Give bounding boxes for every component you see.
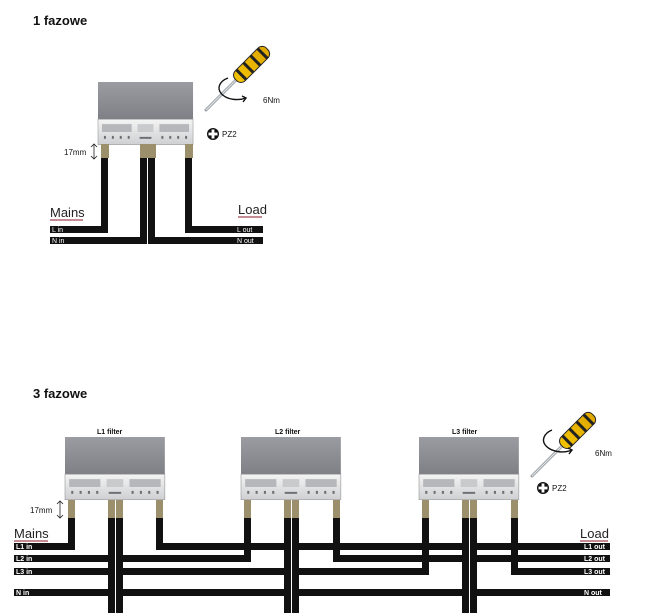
mains-group-three: Mains	[14, 526, 49, 542]
section-title-three: 3 fazowe	[33, 386, 87, 401]
screwdriver-icon-three	[530, 408, 600, 478]
screwdriver-icon	[204, 42, 274, 112]
wire-label-n-in: N in	[52, 238, 65, 245]
wire-label-l2-in: L2 in	[16, 556, 32, 563]
dimension-label: 17mm	[64, 148, 87, 157]
wire-label-l2-out: L2 out	[584, 556, 606, 563]
wire-label-l3-out: L3 out	[584, 569, 606, 576]
wire-label-l3-in: L3 in	[16, 569, 32, 576]
filter-label-l2: L2 filter	[275, 429, 301, 436]
mains-label-three: Mains	[14, 526, 49, 541]
filter-module	[97, 81, 194, 146]
torque-label-three: 6Nm	[595, 449, 612, 458]
dimension-marker-three: 17mm	[30, 500, 64, 519]
load-label-three: Load	[580, 526, 609, 541]
section-title-single: 1 fazowe	[33, 13, 87, 28]
wire-label-n-out: N out	[237, 238, 254, 245]
mains-label: Mains	[50, 205, 85, 220]
wires-three	[14, 518, 610, 613]
terminal-stubs-three	[68, 500, 518, 518]
wire-label-l1-out: L1 out	[584, 544, 606, 551]
filter-label-l1: L1 filter	[97, 429, 123, 436]
load-label: Load	[238, 202, 267, 217]
wire-label-l1-in: L1 in	[16, 544, 32, 551]
wire-label-n-in-three: N in	[16, 590, 29, 597]
wire-label-n-out-three: N out	[584, 590, 603, 597]
dimension-label-three: 17mm	[30, 506, 53, 515]
mains-group: Mains	[50, 205, 85, 221]
wires-single	[50, 158, 263, 244]
pz2-icon	[207, 128, 219, 140]
filter-module-l1: L1 filter	[64, 429, 166, 501]
torque-label: 6Nm	[263, 96, 280, 105]
filter-module-l3: L3 filter	[418, 429, 520, 501]
bit-label: PZ2	[222, 130, 237, 139]
dimension-marker: 17mm	[64, 143, 98, 160]
filter-module-l2: L2 filter	[240, 429, 342, 501]
terminal-stubs	[101, 144, 193, 158]
load-group-three: Load	[580, 526, 609, 542]
pz2-icon-three	[537, 482, 549, 494]
wire-label-l-in: L in	[52, 227, 63, 234]
load-group: Load	[238, 202, 267, 218]
bit-label-three: PZ2	[552, 484, 567, 493]
wire-label-l-out: L out	[237, 227, 252, 234]
filter-label-l3: L3 filter	[452, 429, 478, 436]
